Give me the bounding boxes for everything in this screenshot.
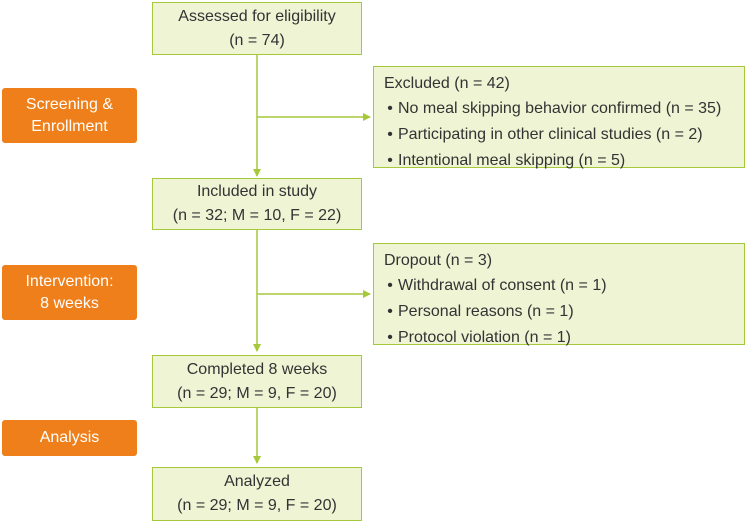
box-line: (n = 74) (229, 31, 285, 49)
box-line: Included in study (196, 183, 318, 200)
box-dropout: Dropout (n = 3) • Withdrawal of consent (… (373, 243, 745, 346)
list-item-text: No meal skipping behavior confirmed (n =… (398, 100, 722, 117)
bullet-icon: • (387, 277, 393, 294)
stage-label-line: Intervention: (25, 272, 114, 290)
box-line: (n = 29; M = 9, F = 20) (177, 384, 337, 402)
list-item: • Protocol violation (n = 1) (384, 325, 734, 351)
dropout-title: Dropout (n = 3) (384, 252, 493, 269)
stage-label-line: Enrollment (31, 117, 108, 135)
list-item: • Withdrawal of consent (n = 1) (384, 273, 734, 299)
box-analyzed: Analyzed (n = 29; M = 9, F = 20) (152, 467, 362, 521)
box-line: (n = 32; M = 10, F = 22) (172, 207, 342, 224)
stage-label-line: Analysis (39, 429, 100, 446)
stage-label-line: 8 weeks (40, 294, 99, 312)
list-item-text: Withdrawal of consent (n = 1) (398, 277, 607, 294)
list-item-text: Protocol violation (n = 1) (398, 329, 571, 346)
list-item: • Participating in other clinical studies… (384, 122, 734, 148)
box-included: Included in study (n = 32; M = 10, F = 2… (152, 178, 362, 230)
stage-analysis: Analysis (2, 420, 137, 456)
box-line: Assessed for eligibility (178, 7, 336, 25)
box-line: Completed 8 weeks (186, 360, 328, 378)
bullet-icon: • (387, 152, 393, 169)
box-line: Analyzed (224, 473, 290, 490)
list-item: • Intentional meal skipping (n = 5) (384, 148, 734, 174)
box-completed: Completed 8 weeks (n = 29; M = 9, F = 20… (152, 355, 362, 408)
dropout-list: • Withdrawal of consent (n = 1) • Personal… (384, 273, 734, 351)
box-excluded: Excluded (n = 42) • No meal skipping beha… (373, 66, 745, 169)
bullet-icon: • (387, 126, 393, 143)
excluded-title: Excluded (n = 42) (384, 75, 510, 92)
stage-label-line: Screening & (25, 95, 114, 113)
bullet-icon: • (387, 100, 393, 117)
list-item-text: Personal reasons (n = 1) (398, 303, 574, 320)
stage-screening-enrollment: Screening & Enrollment (2, 88, 137, 143)
box-line: (n = 29; M = 9, F = 20) (177, 497, 337, 514)
excluded-list: • No meal skipping behavior confirmed (n … (384, 96, 734, 174)
bullet-icon: • (387, 329, 393, 346)
list-item-text: Intentional meal skipping (n = 5) (398, 152, 626, 169)
stage-intervention: Intervention: 8 weeks (2, 265, 137, 320)
list-item: • No meal skipping behavior confirmed (n … (384, 96, 734, 122)
list-item-text: Participating in other clinical studies … (398, 126, 703, 143)
box-assessed: Assessed for eligibility (n = 74) (152, 2, 362, 55)
list-item: • Personal reasons (n = 1) (384, 299, 734, 325)
bullet-icon: • (387, 303, 393, 320)
